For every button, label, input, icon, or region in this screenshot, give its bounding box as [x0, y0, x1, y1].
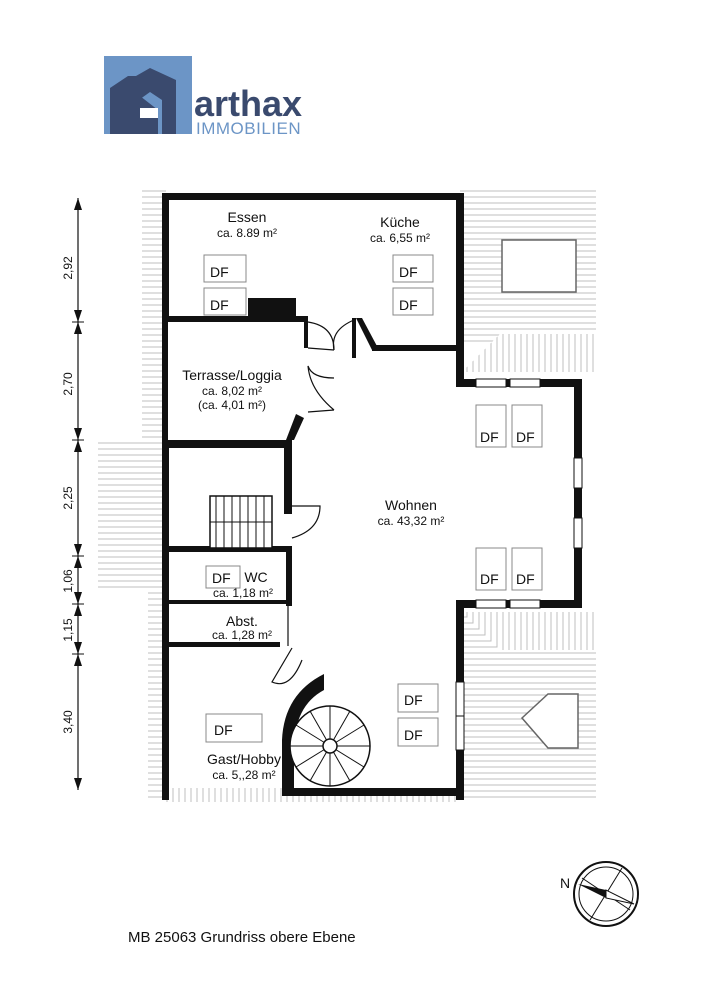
- chimney: [248, 298, 296, 320]
- dim-6: 3,40: [61, 710, 75, 734]
- svg-text:DF: DF: [516, 429, 535, 445]
- room-name-wohnen: Wohnen: [385, 497, 437, 513]
- svg-text:DF: DF: [210, 264, 229, 280]
- dormer-bottom-right: [520, 693, 579, 749]
- room-name-terrasse: Terrasse/Loggia: [182, 367, 282, 383]
- skylight-gast: DF: [205, 713, 263, 743]
- svg-text:DF: DF: [516, 571, 535, 587]
- room-area-essen: ca. 8.89 m²: [217, 226, 277, 240]
- logo-sub-text: IMMOBILIEN: [196, 119, 301, 138]
- dim-4: 1,06: [61, 569, 75, 593]
- skylight-wohnen-4: DF: [511, 547, 543, 591]
- room-area-wohnen: ca. 43,32 m²: [378, 514, 445, 528]
- svg-text:DF: DF: [214, 722, 233, 738]
- svg-text:DF: DF: [480, 571, 499, 587]
- roof-right-bottom-slope: [462, 612, 596, 650]
- compass-icon: N: [560, 861, 639, 927]
- room-name-kueche: Küche: [380, 214, 420, 230]
- room-area-abst: ca. 1,28 m²: [212, 628, 272, 642]
- dim-5: 1,15: [61, 618, 75, 642]
- svg-text:DF: DF: [480, 429, 499, 445]
- roof-areas: [98, 186, 596, 802]
- windows: [455, 378, 583, 751]
- skylights: DF DF DF DF DF DF DF DF DF DF DF DF: [203, 254, 543, 747]
- svg-text:DF: DF: [399, 297, 418, 313]
- room-area-alt-terrasse: (ca. 4,01 m²): [198, 398, 266, 412]
- straight-stairs: [209, 495, 273, 549]
- logo-brand-text: arthax: [194, 83, 302, 124]
- svg-text:DF: DF: [404, 727, 423, 743]
- dim-1: 2,92: [61, 256, 75, 280]
- room-area-terrasse: ca. 8,02 m²: [202, 384, 262, 398]
- dimension-line: 2,92 2,70 2,25 1,06 1,15 3,40: [61, 198, 84, 790]
- skylight-essen-2: DF: [203, 287, 247, 316]
- skylight-wc: DF: [205, 565, 241, 589]
- svg-text:DF: DF: [404, 692, 423, 708]
- room-name-gast: Gast/Hobby: [207, 751, 281, 767]
- room-area-wc: ca. 1,18 m²: [213, 586, 273, 600]
- room-area-kueche: ca. 6,55 m²: [370, 231, 430, 245]
- skylight-wohnen-3: DF: [475, 547, 507, 591]
- room-name-abst: Abst.: [226, 613, 258, 629]
- company-logo: arthax IMMOBILIEN: [104, 56, 302, 138]
- svg-text:DF: DF: [210, 297, 229, 313]
- plan-caption: MB 25063 Grundriss obere Ebene: [128, 929, 356, 946]
- roof-left-bottom: [148, 560, 166, 800]
- skylight-essen-1: DF: [203, 254, 247, 283]
- roof-right-top-slope: [462, 334, 596, 372]
- dim-2: 2,70: [61, 372, 75, 396]
- skylight-wohnen-6: DF: [397, 717, 439, 747]
- room-labels: Essen ca. 8.89 m² Küche ca. 6,55 m² Terr…: [182, 209, 444, 782]
- compass-north-label: N: [560, 875, 570, 891]
- svg-text:DF: DF: [212, 570, 231, 586]
- skylight-wohnen-2: DF: [511, 404, 543, 448]
- skylight-kueche-1: DF: [392, 254, 434, 283]
- skylight-wohnen-1: DF: [475, 404, 507, 448]
- dormer-top-right: [501, 239, 577, 293]
- skylight-kueche-2: DF: [392, 287, 434, 316]
- svg-text:DF: DF: [399, 264, 418, 280]
- doors: [271, 319, 355, 685]
- logo-house-mark: [110, 76, 158, 134]
- room-area-gast: ca. 5,,28 m²: [212, 768, 275, 782]
- skylight-wohnen-5: DF: [397, 683, 439, 713]
- dim-3: 2,25: [61, 486, 75, 510]
- room-name-essen: Essen: [228, 209, 267, 225]
- spiral-staircase: [289, 705, 371, 787]
- room-name-wc: WC: [244, 569, 267, 585]
